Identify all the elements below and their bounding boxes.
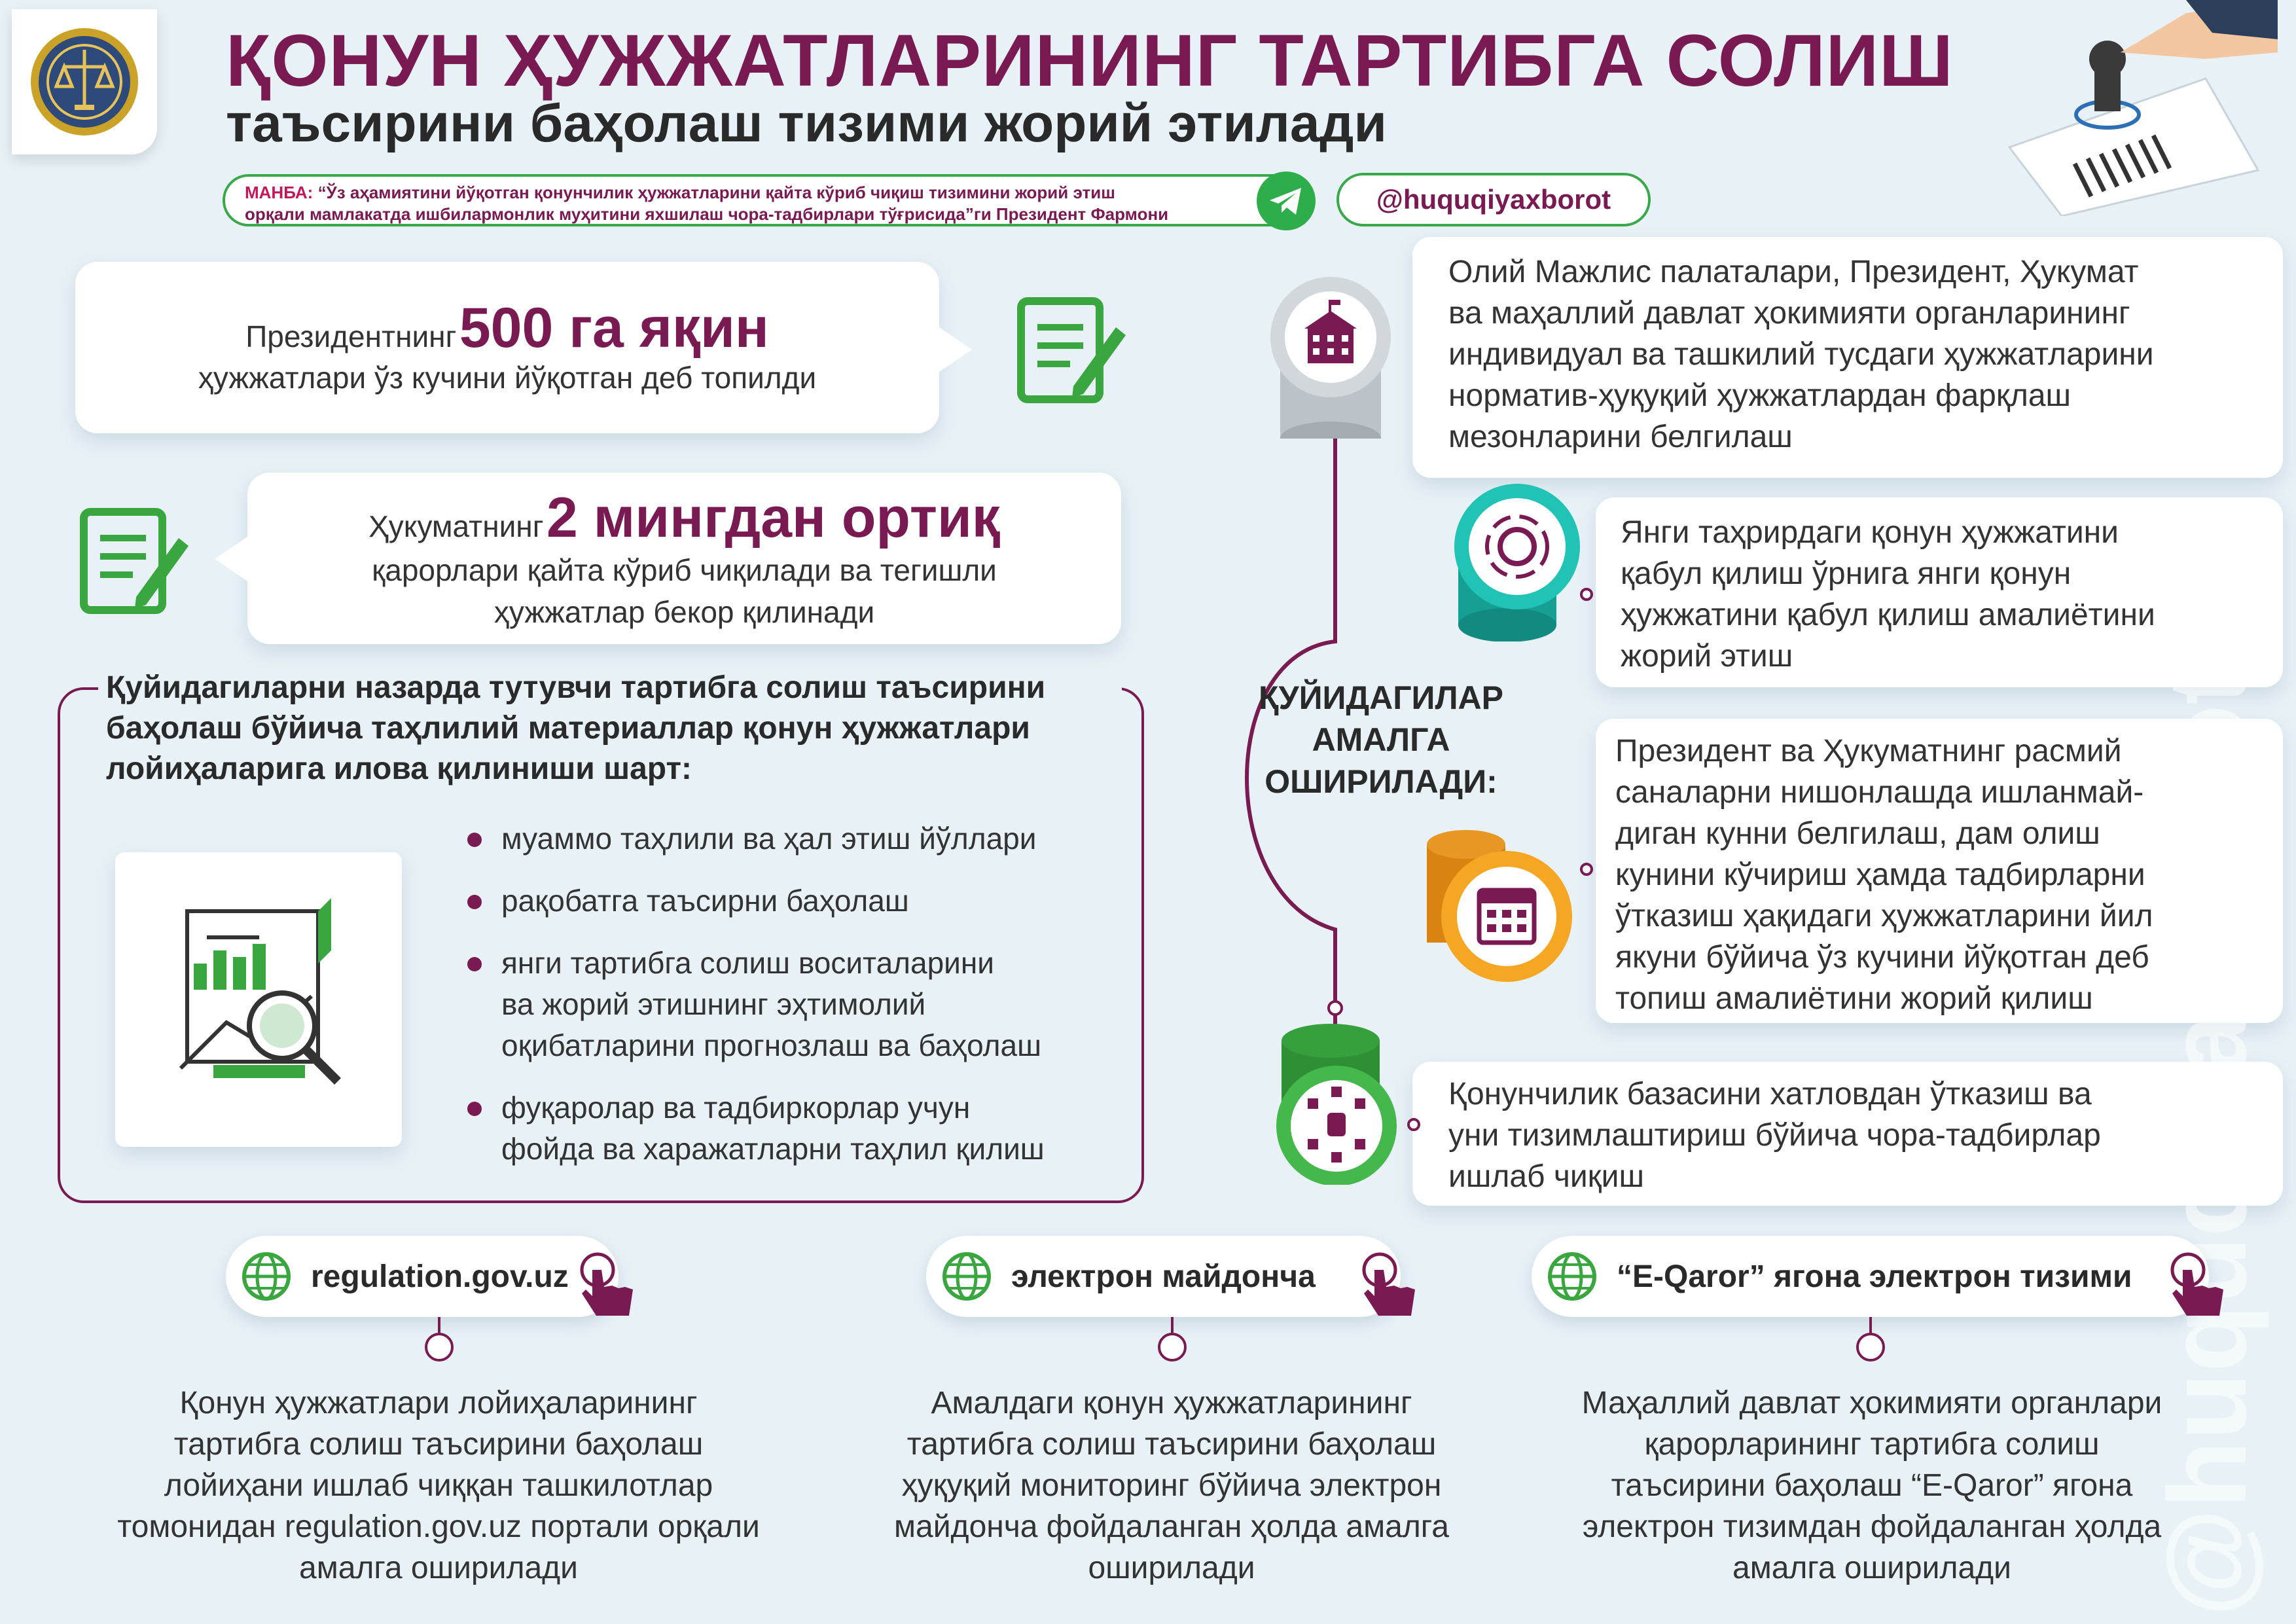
source-text-line1: “Ўз аҳамиятини йўқотган қонунчилик ҳужжа… <box>317 183 1115 202</box>
document-pen-icon <box>1008 288 1132 412</box>
connector-dot <box>1407 1118 1420 1131</box>
page-title: ҚОНУН ҲУЖЖАТЛАРИНИНГ ТАРТИБГА СОЛИШ <box>226 20 1954 101</box>
hand-pointer-icon <box>1362 1252 1415 1316</box>
stat-description-line2: ҳужжатлар бекор қилинади <box>493 595 875 629</box>
action-card-1: Олий Мажлис палаталари, Президент, Ҳукум… <box>1412 237 2283 478</box>
ministry-logo <box>12 9 157 154</box>
platform-pill-electronic[interactable]: электрон майдонча <box>926 1236 1415 1317</box>
action-icon-gear-cycle <box>1445 481 1589 642</box>
stat-description-line1: қарорлари қайта кўриб чиқилади ва тегишл… <box>372 553 997 587</box>
source-label: МАНБА: <box>245 183 314 202</box>
stat-description: ҳужжатлари ўз кучини йўқотган деб топилд… <box>198 361 817 395</box>
connector-line <box>438 1317 440 1337</box>
stamp-document-illustration <box>1990 0 2278 217</box>
hand-pointer-icon <box>2170 1252 2223 1316</box>
callout-arrow <box>215 537 247 581</box>
checkmark-dot-icon <box>1856 1333 1885 1362</box>
action-icon-calendar <box>1415 825 1572 988</box>
page-subtitle: таъсирини баҳолаш тизими жорий этилади <box>226 94 1387 153</box>
chart-magnifier-icon <box>179 898 341 1085</box>
platform-label: “E-Qaror” ягона электрон тизими <box>1617 1259 2132 1294</box>
action-icon-building <box>1268 275 1393 456</box>
platform-label: regulation.gov.uz <box>311 1259 569 1294</box>
stat-value: 2 мингдан ортиқ <box>546 486 1000 549</box>
globe-icon <box>942 1252 991 1301</box>
bullet-item: муаммо таҳлили ва ҳал этиш йўллари <box>463 818 1118 859</box>
action-icon-database-network <box>1268 1021 1412 1186</box>
action-card-4: Қонунчилик базасини хатловдан ўтказиш ва… <box>1412 1062 2283 1206</box>
connector-line <box>1171 1317 1174 1337</box>
connector-dot <box>1580 588 1593 601</box>
stat-value: 500 га яқин <box>459 297 769 359</box>
document-pen-icon <box>71 499 195 623</box>
connector-dot <box>1580 863 1593 876</box>
source-banner: МАНБА: “Ўз аҳамиятини йўқотган қонунчили… <box>223 174 1309 226</box>
globe-icon <box>242 1252 291 1301</box>
checkmark-dot-icon <box>425 1333 454 1362</box>
stat-card-government: Ҳукуматнинг 2 мингдан ортиқ қарорлари қа… <box>247 473 1121 644</box>
callout-arrow <box>939 327 972 372</box>
stat-prefix: Президентнинг <box>245 319 457 353</box>
stat-prefix: Ҳукуматнинг <box>368 509 544 543</box>
globe-icon <box>1548 1252 1596 1301</box>
hand-pointer-icon <box>580 1252 633 1316</box>
checkmark-dot-icon <box>1158 1333 1187 1362</box>
analysis-title: Қуйидагиларни назарда тутувчи тартибга с… <box>98 668 1122 789</box>
platform-pill-regulation[interactable]: regulation.gov.uz <box>226 1236 633 1317</box>
telegram-icon[interactable] <box>1257 171 1316 230</box>
analysis-title-line1: Қуйидагиларни назарда тутувчи тартибга с… <box>106 670 1046 705</box>
analysis-title-line2: баҳолаш бўйича таҳлилий материаллар қону… <box>106 711 1030 746</box>
source-text-line2: орқали мамлакатда ишбилармонлик муҳитини… <box>245 204 1169 224</box>
analysis-title-line3: лойиҳаларига илова қилиниши шарт: <box>106 751 692 786</box>
analysis-illustration <box>115 852 402 1147</box>
analysis-bullets: муаммо таҳлили ва ҳал этиш йўллари рақоб… <box>463 818 1118 1191</box>
platform-pill-eqaror[interactable]: “E-Qaror” ягона электрон тизими <box>1532 1236 2223 1317</box>
stat-card-president: Президентнинг 500 га яқин ҳужжатлари ўз … <box>75 262 939 433</box>
platform-label: электрон майдонча <box>1011 1259 1316 1294</box>
bullet-item: рақобатга таъсирни баҳолаш <box>463 880 1118 922</box>
social-handle[interactable]: @huquqiyaxborot <box>1336 173 1651 226</box>
connector-line <box>1869 1317 1872 1337</box>
